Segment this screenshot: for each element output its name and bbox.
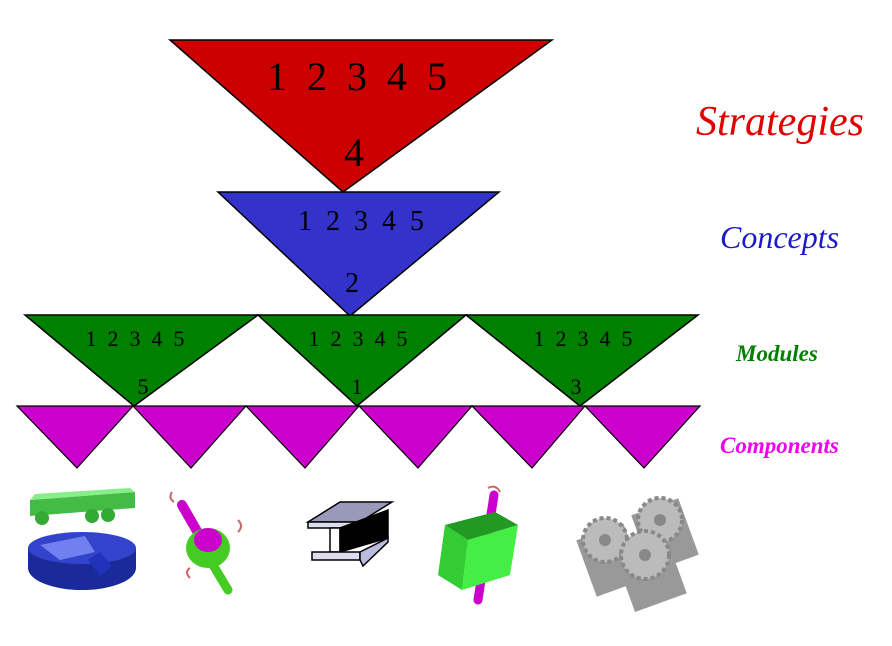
strategies-options: 1 2 3 4 5: [267, 54, 447, 99]
component-triangle: [470, 405, 587, 469]
module-triangle: [22, 314, 261, 407]
concepts-selected: 2: [345, 268, 359, 299]
concepts-label: Concepts: [720, 219, 840, 255]
module-triangle: [256, 314, 469, 407]
component-triangle: [244, 405, 361, 469]
strategies-label: Strategies: [696, 99, 864, 145]
components-label: Components: [720, 433, 839, 458]
module-selected: 3: [571, 374, 582, 399]
module-options: 1 2 3 4 5: [86, 326, 185, 351]
component-triangle: [357, 405, 474, 469]
i-beam-icon: [305, 501, 395, 568]
module-options: 1 2 3 4 5: [534, 326, 633, 351]
modules-label: Modules: [736, 341, 818, 366]
component-triangle: [583, 405, 702, 469]
module-triangle: [463, 314, 701, 407]
gears-icon: [576, 496, 699, 613]
joint-with-shaft-icon: [169, 491, 242, 595]
strategies-triangle: [168, 39, 555, 193]
box-on-shaft-icon: [438, 485, 518, 605]
concepts-options: 1 2 3 4 5: [298, 206, 424, 237]
module-options: 1 2 3 4 5: [309, 326, 408, 351]
concepts-triangle: [216, 191, 502, 318]
module-selected: 1: [352, 374, 363, 399]
fixture-parts-icon: [28, 488, 136, 590]
component-triangle: [15, 405, 135, 469]
strategies-selected: 4: [344, 130, 364, 175]
module-selected: 5: [138, 374, 149, 399]
component-triangle: [131, 405, 248, 469]
